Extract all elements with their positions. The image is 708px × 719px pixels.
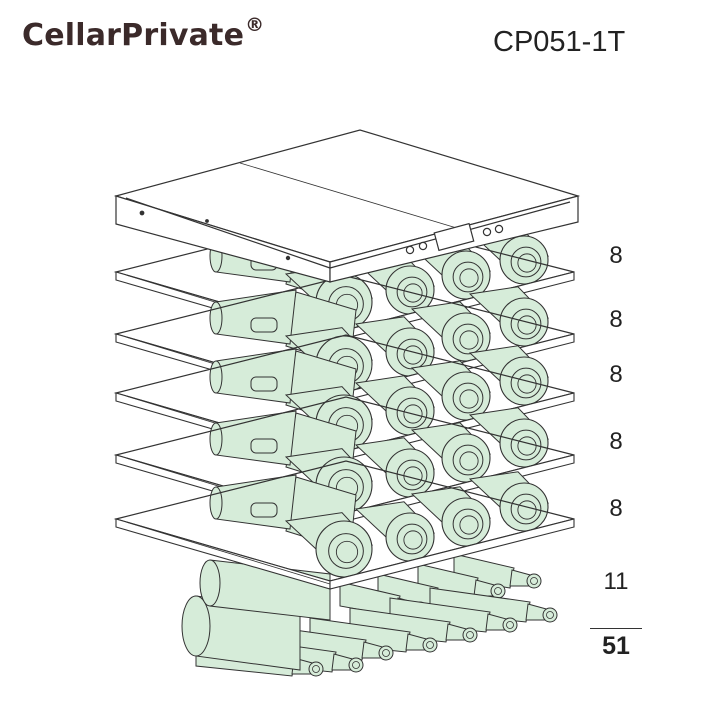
cellar-top-unit	[113, 129, 581, 283]
bottle-front	[468, 471, 550, 532]
bottle-front	[410, 301, 492, 362]
brand-name: CellarPrivate	[22, 18, 245, 53]
control-button-left-1	[405, 245, 415, 255]
model-number: CP051-1T	[493, 26, 626, 58]
bottle-front	[354, 375, 436, 436]
bottle-front	[354, 437, 436, 498]
control-button-right-1	[482, 227, 492, 237]
control-button-right-2	[494, 224, 504, 234]
bottle-front	[410, 486, 492, 547]
row-capacity-1: 8	[609, 242, 623, 269]
bottle-front	[354, 501, 436, 562]
bottle-front	[468, 407, 550, 468]
total-capacity: 51	[602, 632, 630, 660]
brand-logo: CellarPrivate®	[22, 14, 264, 53]
row-capacity-4: 8	[609, 428, 623, 455]
bottle-front	[410, 360, 492, 421]
control-button-left-2	[418, 241, 428, 251]
bottle-front	[410, 422, 492, 483]
row-capacity-3: 8	[609, 361, 623, 388]
total-divider	[590, 628, 642, 629]
bottle-front	[468, 345, 550, 406]
bottom-bottle-stack	[181, 553, 558, 677]
control-display	[433, 222, 475, 252]
row-capacity-5: 8	[609, 495, 623, 522]
wire-shelf	[113, 460, 575, 590]
row-capacity-2: 8	[609, 306, 623, 333]
bottle-front	[284, 512, 374, 578]
row-capacity-6: 11	[603, 568, 629, 595]
registered-mark: ®	[245, 14, 265, 36]
shelf-row	[113, 460, 575, 590]
bottle-front	[468, 286, 550, 347]
bottle-front	[354, 316, 436, 377]
